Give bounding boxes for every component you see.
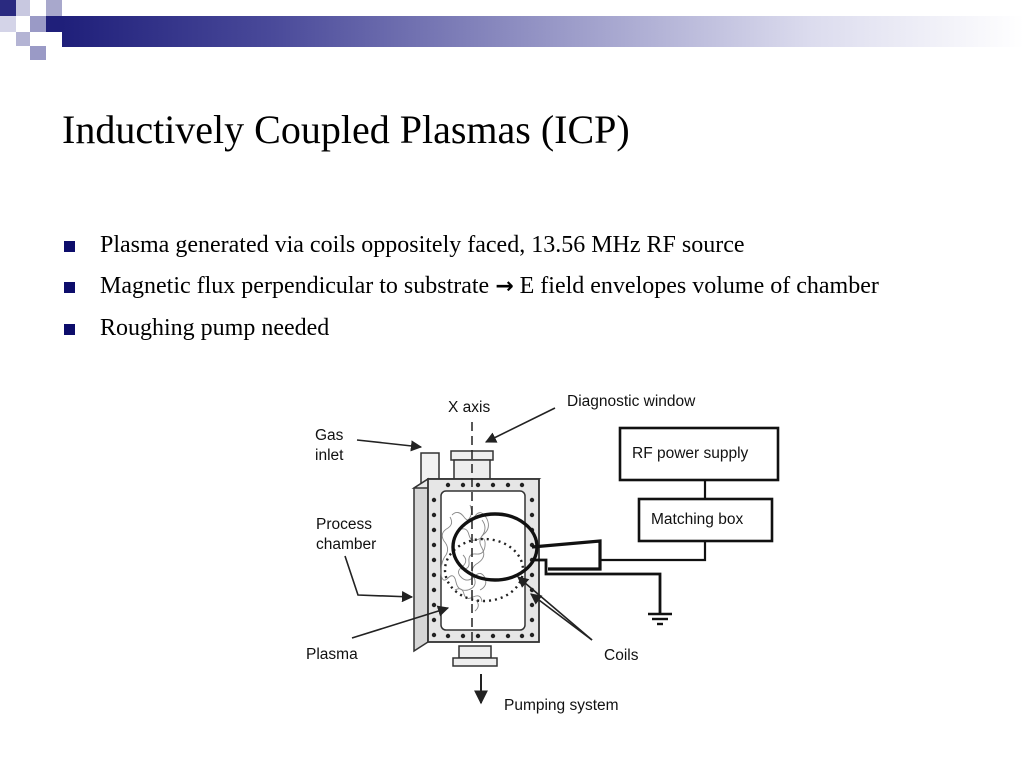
chamber-interior <box>440 490 526 631</box>
bullet-item: Roughing pump needed <box>62 311 942 345</box>
gas-inlet-label-line: inlet <box>315 447 344 464</box>
pumping-system-label: Pumping system <box>504 697 619 714</box>
bullet-text: E field envelopes volume of chamber <box>513 273 879 299</box>
header-gradient-bar <box>62 16 1024 47</box>
diagnostic-window-arrow <box>484 407 556 443</box>
gas-inlet-label-line: Gas <box>315 427 344 444</box>
coil-lead-top <box>531 539 602 571</box>
process-chamber-label: Process chamber <box>316 516 376 553</box>
matching-box-label: Matching box <box>651 511 743 528</box>
header-square <box>30 16 46 32</box>
plasma-arrow <box>351 605 450 639</box>
bullet-text: Magnetic flux perpendicular to substrate <box>100 273 496 299</box>
header-square <box>0 0 16 16</box>
header-square <box>30 46 46 60</box>
bullet-text: Roughing pump needed <box>100 315 330 341</box>
coils-arrow-2 <box>530 593 593 641</box>
pumping-port-flange <box>452 657 498 667</box>
pumping-port-neck <box>458 645 492 659</box>
right-arrow-icon: → <box>495 274 514 299</box>
x-axis-label: X axis <box>448 399 490 416</box>
icp-diagram: RF power supply Matching box X axis Diag… <box>306 393 780 714</box>
bullet-item: Magnetic flux perpendicular to substrate… <box>62 269 942 304</box>
header-square <box>16 16 30 32</box>
plasma-label: Plasma <box>306 646 358 663</box>
bullet-item: Plasma generated via coils oppositely fa… <box>62 228 942 262</box>
coil-lead-bottom <box>534 558 662 614</box>
process-chamber-label-line: Process <box>316 516 372 533</box>
bullet-list: Plasma generated via coils oppositely fa… <box>62 228 942 352</box>
bullet-square-icon <box>64 324 75 335</box>
process-chamber-arrow <box>344 555 414 603</box>
coils-arrow-1 <box>517 576 593 641</box>
chamber-left-face <box>413 477 429 653</box>
rf-power-supply-box <box>618 426 780 482</box>
matching-box <box>637 497 774 543</box>
slide-title: Inductively Coupled Plasmas (ICP) <box>62 107 630 152</box>
ground-icon <box>648 612 672 626</box>
process-chamber-label-line: chamber <box>316 536 376 553</box>
header-square <box>16 32 30 46</box>
rf-power-supply-label: RF power supply <box>632 445 749 462</box>
diagnostic-window-label: Diagnostic window <box>567 393 696 410</box>
match-output-line <box>600 541 707 562</box>
bullet-square-icon <box>64 282 75 293</box>
header-square <box>46 16 62 32</box>
header-square <box>0 16 16 32</box>
gas-inlet-arrow <box>356 439 423 452</box>
gas-inlet-label: Gas inlet <box>315 427 348 464</box>
coils-label: Coils <box>604 647 639 664</box>
header-square <box>46 0 62 16</box>
bullet-text: Plasma generated via coils oppositely fa… <box>100 232 745 258</box>
header-square <box>16 0 30 16</box>
bullet-square-icon <box>64 241 75 252</box>
